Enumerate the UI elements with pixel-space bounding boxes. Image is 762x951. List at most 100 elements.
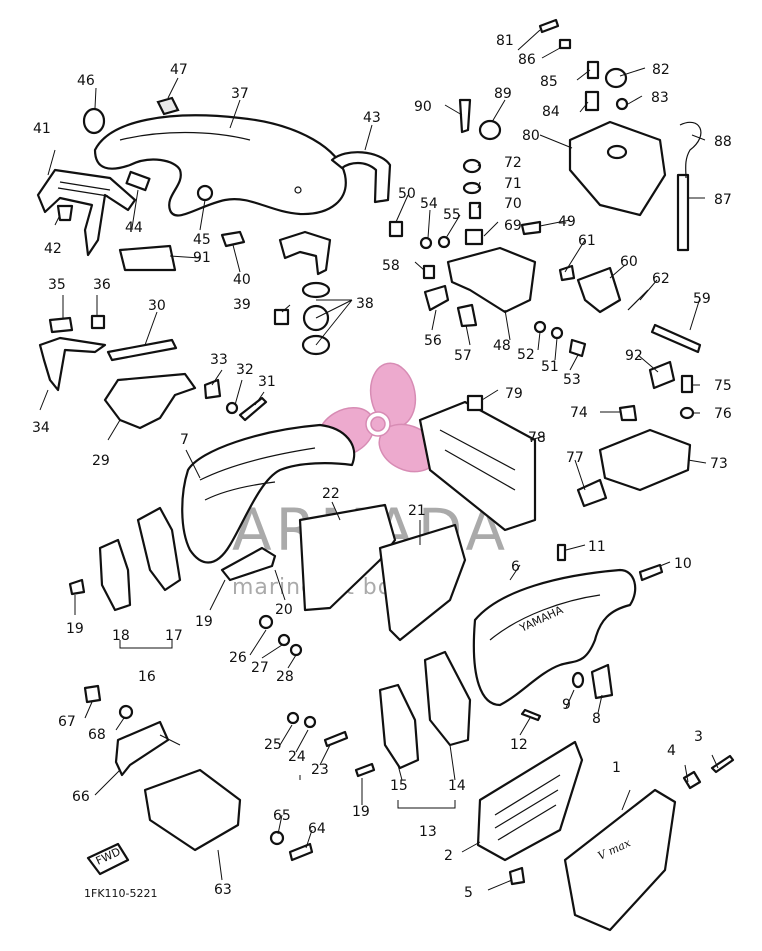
callout-22: 21 bbox=[408, 503, 426, 519]
cover-17 bbox=[136, 506, 182, 592]
clip-87 bbox=[558, 38, 572, 50]
callout-46: 45 bbox=[193, 232, 211, 248]
callout-81: 80 bbox=[522, 128, 540, 144]
hose-89 bbox=[679, 121, 702, 179]
screw-76 bbox=[680, 374, 694, 394]
callout-6: 6 bbox=[511, 559, 520, 575]
washer-9 bbox=[571, 671, 585, 689]
callout-40: 39 bbox=[233, 297, 251, 313]
bracket-20 bbox=[220, 546, 277, 582]
nut-59 bbox=[422, 264, 436, 280]
callout-84: 83 bbox=[651, 90, 669, 106]
lower-bracket-assembly: FWD 1FK110-5221 bbox=[83, 684, 376, 900]
callout-42: 41 bbox=[33, 121, 51, 137]
callout-11: 11 bbox=[588, 539, 606, 555]
small-parts-upper bbox=[56, 96, 332, 356]
washer-26 bbox=[286, 711, 300, 725]
callout-31: 30 bbox=[148, 298, 166, 314]
tank-81 bbox=[568, 120, 667, 217]
callout-53: 52 bbox=[517, 347, 535, 363]
callout-92b: 92 bbox=[625, 348, 643, 364]
callout-17: 17 bbox=[165, 628, 183, 644]
clip-34 bbox=[203, 378, 222, 400]
callout-67: 66 bbox=[72, 789, 90, 805]
grommet-92b bbox=[648, 360, 676, 390]
screw-11 bbox=[556, 543, 567, 562]
pad-45 bbox=[125, 170, 151, 192]
callout-18: 18 bbox=[112, 628, 130, 644]
nut-4 bbox=[682, 770, 702, 790]
callout-80: 79 bbox=[505, 386, 523, 402]
callout-32: 31 bbox=[258, 374, 276, 390]
callout-73: 72 bbox=[504, 155, 522, 171]
callout-19b: 19 bbox=[352, 804, 370, 820]
callout-64: 63 bbox=[214, 882, 232, 898]
callout-49: 48 bbox=[493, 338, 511, 354]
bolt-40 bbox=[273, 308, 290, 326]
callout-44: 43 bbox=[363, 110, 381, 126]
nut-37 bbox=[90, 314, 106, 330]
bush-70 bbox=[464, 228, 484, 246]
center-cover-7 bbox=[181, 423, 356, 564]
side-panels-1-2: V max bbox=[476, 740, 735, 932]
bolt-3 bbox=[710, 754, 735, 774]
callout-30: 29 bbox=[92, 453, 110, 469]
bolt-65 bbox=[288, 842, 314, 862]
callout-82: 81 bbox=[496, 33, 514, 49]
bracket-39 bbox=[278, 230, 332, 276]
callout-83: 82 bbox=[652, 62, 670, 78]
washer-53 bbox=[533, 320, 547, 334]
knob-54 bbox=[568, 338, 587, 358]
bracket-57 bbox=[423, 284, 450, 312]
brackets-20-21 bbox=[220, 503, 467, 657]
callout-12: 12 bbox=[510, 737, 528, 753]
grip-cover-44 bbox=[330, 151, 392, 204]
plate-58 bbox=[456, 303, 478, 328]
callout-14: 14 bbox=[448, 778, 466, 794]
callout-37: 36 bbox=[93, 277, 111, 293]
washer-66 bbox=[269, 830, 285, 846]
callout-45: 44 bbox=[125, 220, 143, 236]
bracket-74-78 bbox=[576, 360, 695, 508]
washer-28 bbox=[277, 633, 291, 647]
callout-25: 24 bbox=[288, 749, 306, 765]
callout-55: 54 bbox=[420, 196, 438, 212]
clip-5 bbox=[508, 866, 526, 886]
callout-72: 71 bbox=[504, 176, 522, 192]
panel-23 bbox=[298, 503, 397, 612]
clip-82 bbox=[538, 18, 560, 34]
washer-52 bbox=[550, 326, 564, 340]
tubes-and-fittings bbox=[458, 18, 702, 252]
callout-23: 22 bbox=[322, 486, 340, 502]
callout-69: 68 bbox=[88, 727, 106, 743]
washer-25 bbox=[303, 715, 317, 729]
bracket-74 bbox=[598, 428, 692, 492]
clip-41 bbox=[220, 230, 246, 248]
callout-60: 59 bbox=[693, 291, 711, 307]
callout-7: 7 bbox=[180, 432, 189, 448]
callout-38: 37 bbox=[231, 86, 249, 102]
callout-24: 23 bbox=[311, 762, 329, 778]
nut-75 bbox=[618, 404, 638, 422]
callout-33: 32 bbox=[236, 362, 254, 378]
tube-88 bbox=[676, 173, 690, 252]
callout-4: 4 bbox=[667, 743, 676, 759]
lever-assembly-49 bbox=[388, 158, 702, 358]
callout-1: 1 bbox=[612, 760, 621, 776]
pin-91 bbox=[458, 98, 472, 134]
washer-33 bbox=[225, 401, 239, 415]
grip-cover-42 bbox=[36, 168, 137, 257]
box-79 bbox=[418, 394, 537, 532]
callout-78: 77 bbox=[566, 450, 584, 466]
callout-41: 40 bbox=[233, 272, 251, 288]
callout-79: 78 bbox=[528, 430, 546, 446]
part-number-code: 1FK110-5221 bbox=[84, 887, 158, 900]
panel-14 bbox=[423, 650, 472, 747]
callout-71: 70 bbox=[504, 196, 522, 212]
panel-1 bbox=[563, 788, 677, 932]
callout-92a: 91 bbox=[193, 250, 211, 266]
callout-50: 49 bbox=[558, 214, 576, 230]
clip-43 bbox=[56, 204, 74, 222]
callout-70: 69 bbox=[504, 218, 522, 234]
